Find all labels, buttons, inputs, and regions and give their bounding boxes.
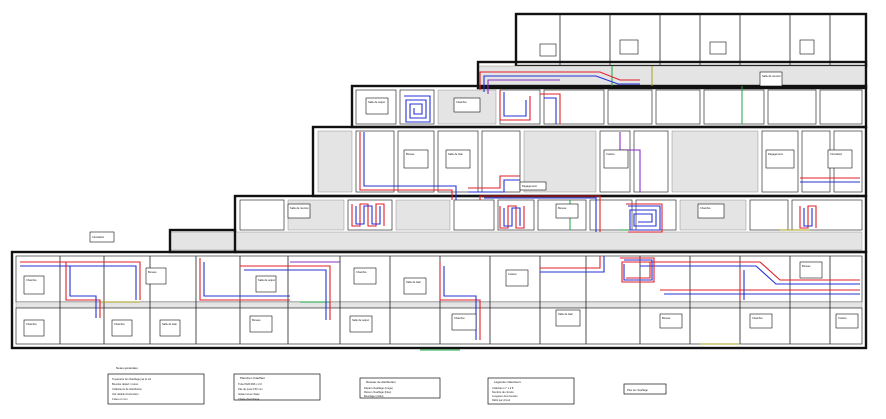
svg-text:Chambre: Chambre bbox=[356, 270, 367, 274]
svg-text:Bureau: Bureau bbox=[406, 152, 415, 156]
room-label: Circulation bbox=[827, 149, 853, 169]
legend-distribution: Réseau de distribution Départ chauffage … bbox=[359, 377, 441, 399]
room-label: Chambre bbox=[353, 267, 377, 285]
room-label: Chambre bbox=[23, 319, 45, 337]
plan-stamp: Plan de chauffage bbox=[623, 383, 667, 395]
svg-text:Salle de bain: Salle de bain bbox=[162, 322, 178, 326]
room-label: Chambre bbox=[111, 319, 133, 337]
svg-text:Nombre de circuits: Nombre de circuits bbox=[492, 390, 514, 394]
room-label: Salle de bain bbox=[445, 149, 471, 169]
svg-text:Cotes en mm: Cotes en mm bbox=[112, 397, 127, 401]
svg-text:Salle de bain: Salle de bain bbox=[558, 312, 574, 316]
svg-text:Cuisine: Cuisine bbox=[606, 152, 615, 156]
svg-text:Boucles départ / retour: Boucles départ / retour bbox=[112, 382, 138, 386]
svg-text:Voir détails d'exécution: Voir détails d'exécution bbox=[112, 392, 139, 396]
room-label: Salle de bain bbox=[403, 277, 427, 295]
svg-text:Bouclage (violet): Bouclage (violet) bbox=[364, 394, 383, 398]
heating-pipes bbox=[20, 71, 860, 340]
svg-text:Circulation: Circulation bbox=[92, 235, 105, 239]
svg-text:Départ chauffage (rouge): Départ chauffage (rouge) bbox=[364, 386, 393, 390]
room-label: Bureau bbox=[403, 149, 429, 169]
svg-text:Collecteurs de distribution: Collecteurs de distribution bbox=[112, 387, 142, 391]
room-label: Bureau bbox=[145, 267, 167, 285]
room-label: Bureau bbox=[659, 313, 683, 329]
svg-text:Chambre: Chambre bbox=[700, 206, 711, 210]
room-label: Salle de réunion bbox=[287, 203, 311, 219]
svg-text:Bureau: Bureau bbox=[558, 206, 567, 210]
svg-text:Chambre: Chambre bbox=[26, 322, 37, 326]
svg-text:Salle de bain: Salle de bain bbox=[448, 152, 464, 156]
room-label: Salle de séjour bbox=[349, 315, 373, 333]
room-label: Chambre bbox=[453, 97, 481, 113]
room-label: Salle de réunion bbox=[759, 71, 783, 87]
room-label: Circulation bbox=[89, 231, 115, 243]
svg-text:Isolant sous chape: Isolant sous chape bbox=[238, 392, 260, 396]
svg-text:Plancher chauffant: Plancher chauffant bbox=[240, 376, 265, 380]
svg-text:Bureau: Bureau bbox=[662, 316, 671, 320]
legend-floor-heating: Plancher chauffant Tube PER Ø16 x 2,0 Pa… bbox=[233, 373, 321, 401]
room-label: Chambre bbox=[23, 275, 45, 295]
svg-text:Salle de séjour: Salle de séjour bbox=[368, 100, 385, 104]
room-label: Chambre bbox=[697, 203, 725, 219]
svg-text:Chambre: Chambre bbox=[26, 278, 37, 282]
svg-text:Chambre: Chambre bbox=[114, 322, 125, 326]
svg-text:Chambre: Chambre bbox=[456, 100, 467, 104]
svg-text:Cuisine: Cuisine bbox=[508, 272, 517, 276]
svg-text:Bureau: Bureau bbox=[252, 318, 261, 322]
room-label: Salle de bain bbox=[159, 319, 181, 337]
svg-text:Légende collecteurs: Légende collecteurs bbox=[494, 380, 521, 384]
svg-text:Longueur des boucles: Longueur des boucles bbox=[492, 394, 518, 398]
svg-text:Pas de pose 150 mm: Pas de pose 150 mm bbox=[238, 387, 263, 391]
svg-text:Salle de bain: Salle de bain bbox=[406, 280, 422, 284]
room-label: Bureau bbox=[249, 315, 273, 333]
svg-text:Chambre: Chambre bbox=[752, 316, 763, 320]
svg-text:Dégagement: Dégagement bbox=[768, 152, 783, 156]
tier-three bbox=[350, 84, 868, 129]
svg-text:Bureau: Bureau bbox=[802, 264, 811, 268]
svg-text:Bureau: Bureau bbox=[148, 270, 157, 274]
tier-five bbox=[168, 194, 868, 254]
room-label: Chambre bbox=[749, 313, 773, 329]
svg-text:Débit par circuit: Débit par circuit bbox=[492, 398, 510, 402]
room-label: Salle de séjour bbox=[255, 275, 277, 293]
svg-text:Salle de réunion: Salle de réunion bbox=[290, 206, 309, 210]
svg-text:Tuyauterie de chauffage par le: Tuyauterie de chauffage par le sol bbox=[112, 377, 151, 381]
svg-text:Salle de réunion: Salle de réunion bbox=[762, 74, 781, 78]
svg-text:Collecteur n° 1 à 8: Collecteur n° 1 à 8 bbox=[492, 386, 514, 390]
svg-text:Retour chauffage (bleu): Retour chauffage (bleu) bbox=[364, 390, 391, 394]
room-label: Dégagement bbox=[765, 149, 795, 169]
svg-text:Salle de séjour: Salle de séjour bbox=[258, 278, 275, 282]
top-annex bbox=[514, 12, 868, 68]
svg-text:Circulation: Circulation bbox=[830, 152, 843, 156]
svg-text:Cuisine: Cuisine bbox=[838, 316, 847, 320]
room-label: Salle de bain bbox=[555, 309, 581, 327]
room-label: Cuisine bbox=[505, 269, 529, 287]
svg-text:Chambre: Chambre bbox=[454, 316, 465, 320]
room-label: Chambre bbox=[451, 313, 477, 331]
svg-text:Plan de chauffage: Plan de chauffage bbox=[627, 388, 648, 392]
room-label: Salle de séjour bbox=[365, 97, 389, 115]
room-label: Bureau bbox=[799, 261, 823, 279]
legend-notes: Notes générales Tuyauterie de chauffage … bbox=[107, 366, 205, 405]
svg-text:Salle de séjour: Salle de séjour bbox=[352, 318, 369, 322]
svg-text:Réseau de distribution: Réseau de distribution bbox=[366, 380, 396, 384]
svg-text:Chape d'enrobage: Chape d'enrobage bbox=[238, 397, 260, 401]
svg-text:Notes générales: Notes générales bbox=[116, 366, 138, 370]
room-label: Cuisine bbox=[603, 149, 629, 169]
room-label: Dégagement bbox=[519, 181, 547, 191]
svg-text:Dégagement: Dégagement bbox=[522, 184, 537, 188]
legend-collectors: Légende collecteurs Collecteur n° 1 à 8 … bbox=[487, 377, 575, 405]
room-label: Cuisine bbox=[835, 313, 859, 329]
svg-text:Tube PER Ø16 x 2,0: Tube PER Ø16 x 2,0 bbox=[238, 382, 262, 386]
room-labels: Salle de séjour Chambre Bureau Salle de … bbox=[23, 71, 859, 337]
room-label: Bureau bbox=[555, 203, 579, 219]
